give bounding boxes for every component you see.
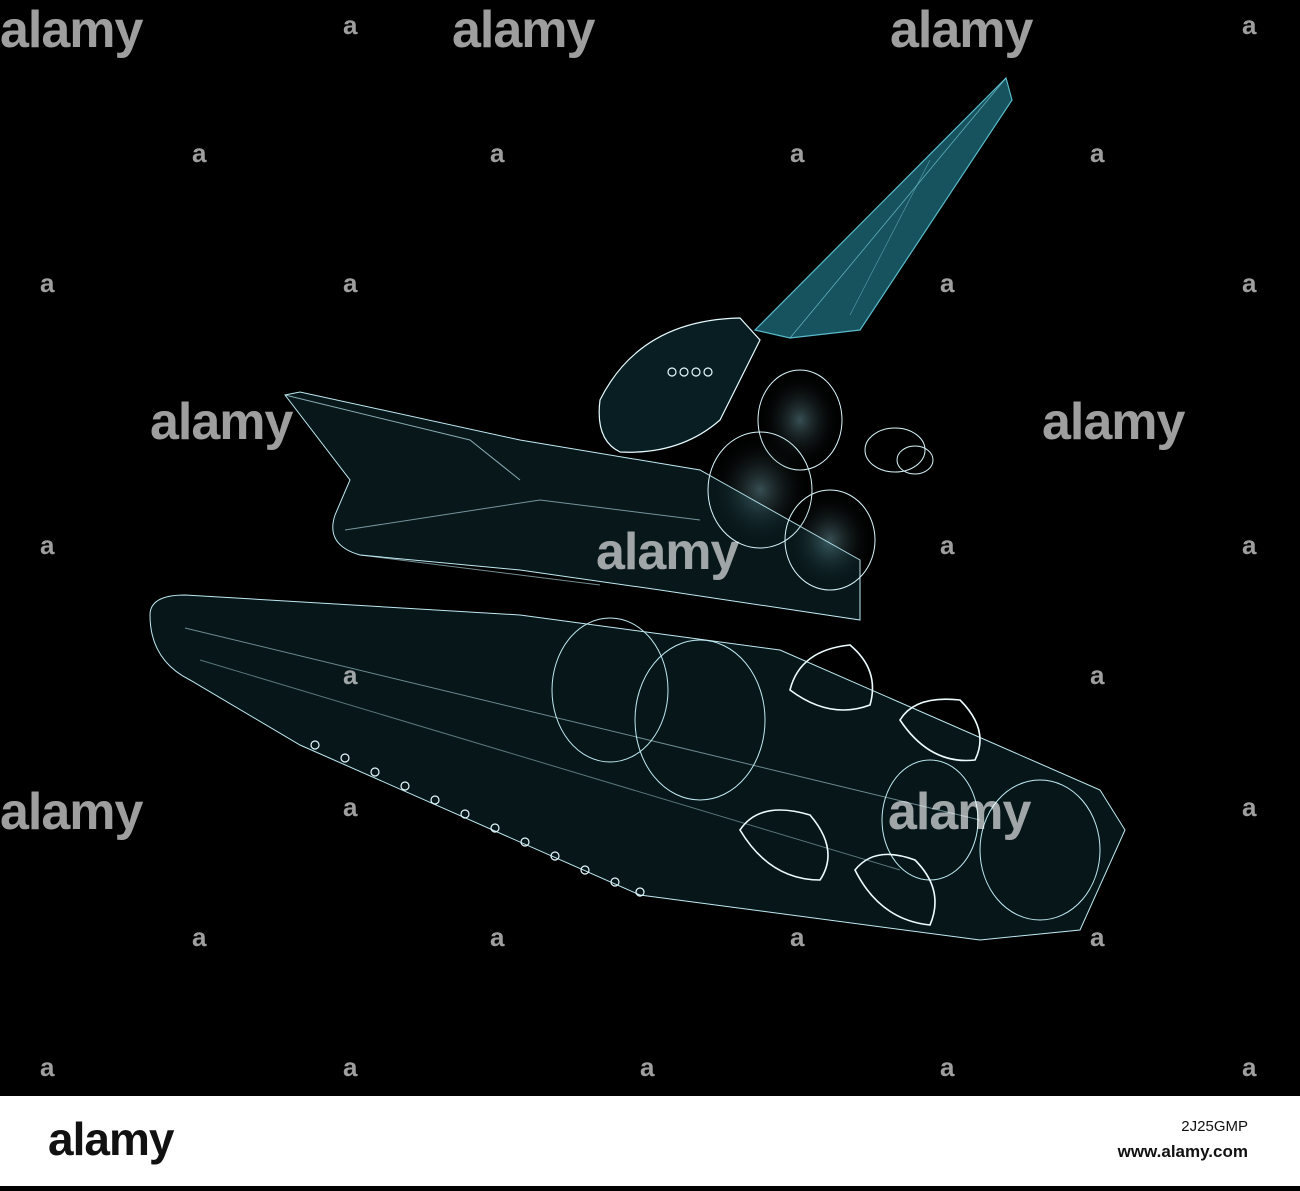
site-url-label: www.alamy.com (1117, 1142, 1248, 1161)
booster-nozzles (739, 644, 981, 926)
footer-bar (0, 1096, 1300, 1186)
orbiter-pod (598, 317, 761, 453)
footer-logo: alamy (48, 1113, 174, 1165)
orbiter-engine-cluster (707, 369, 934, 591)
tail-fin (753, 76, 1013, 339)
booster-tank (149, 594, 1126, 941)
image-id-label: 2J25GMP (1181, 1118, 1248, 1135)
booster-rivet-row (310, 740, 645, 897)
